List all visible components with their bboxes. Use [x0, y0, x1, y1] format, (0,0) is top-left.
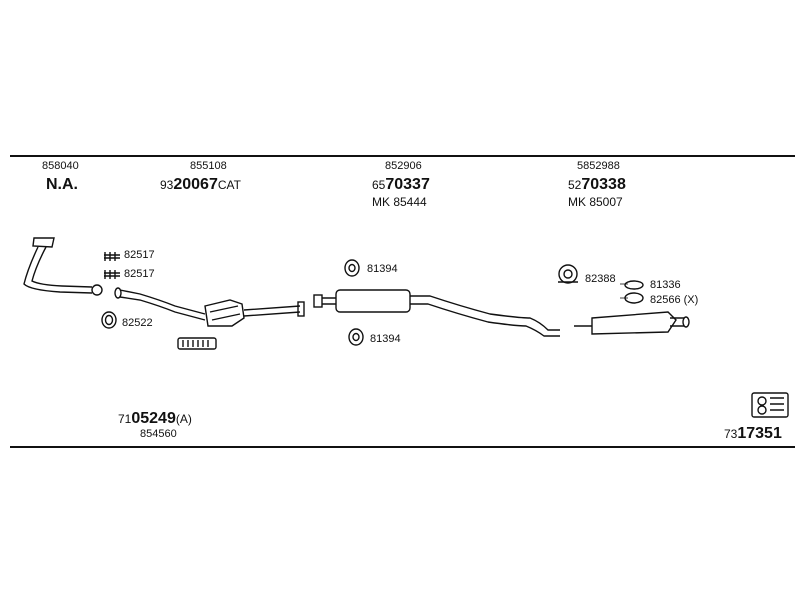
code-prefix: 93 [160, 178, 174, 192]
callout-82522: 82522 [122, 317, 153, 329]
callout-81336: 81336 [650, 279, 681, 291]
code-9320067cat: 9320067CAT [160, 176, 241, 194]
mk-85007: MK 85007 [568, 195, 623, 209]
callout-82388: 82388 [585, 273, 616, 285]
code-5270338: 5270338 [568, 176, 626, 194]
callout-81394: 81394 [367, 263, 398, 275]
callout-81394: 81394 [370, 333, 401, 345]
rear-silencer-part [574, 311, 690, 335]
code-prefix: 73 [724, 427, 738, 441]
clamp-icon [104, 252, 120, 261]
middle-silencer-part [313, 289, 560, 337]
bottom-rule [10, 446, 795, 448]
brand-logo-icon [751, 392, 789, 418]
gasket-ring-icon [624, 280, 644, 290]
code-7105249a: 7105249(A) [118, 410, 192, 428]
part-number-5852988: 5852988 [577, 160, 620, 172]
part-number-854560: 854560 [140, 428, 177, 440]
code-6570337: 6570337 [372, 176, 430, 194]
code-main: 70337 [385, 176, 430, 193]
part-number-855108: 855108 [190, 160, 227, 172]
top-rule [10, 155, 795, 157]
callout-82517: 82517 [124, 249, 155, 261]
front-pipe-part [23, 237, 103, 296]
rubber-hanger-icon [344, 259, 360, 277]
code-prefix: 65 [372, 178, 386, 192]
callout-82517: 82517 [124, 268, 155, 280]
gasket-ring-icon [101, 311, 117, 329]
code-suffix: (A) [175, 412, 192, 426]
code-main: 70338 [581, 176, 626, 193]
label-na: N.A. [46, 176, 78, 193]
code-prefix: 52 [568, 178, 582, 192]
code-prefix: 71 [118, 412, 132, 426]
code-main: 05249 [131, 410, 176, 427]
code-7317351: 7317351 [724, 425, 782, 443]
clamp-icon [104, 270, 120, 279]
callout-82566: 82566 (X) [650, 294, 699, 306]
part-number-852906: 852906 [385, 160, 422, 172]
part-number-858040: 858040 [42, 160, 79, 172]
code-main: 17351 [737, 425, 782, 442]
code-suffix: CAT [217, 178, 241, 192]
code-main: 20067 [173, 176, 218, 193]
catalytic-converter-part [114, 287, 305, 327]
bracket-hanger-icon [558, 264, 578, 284]
rubber-hanger-icon [348, 328, 364, 346]
heat-shield-part [177, 337, 217, 350]
mk-85444: MK 85444 [372, 195, 427, 209]
